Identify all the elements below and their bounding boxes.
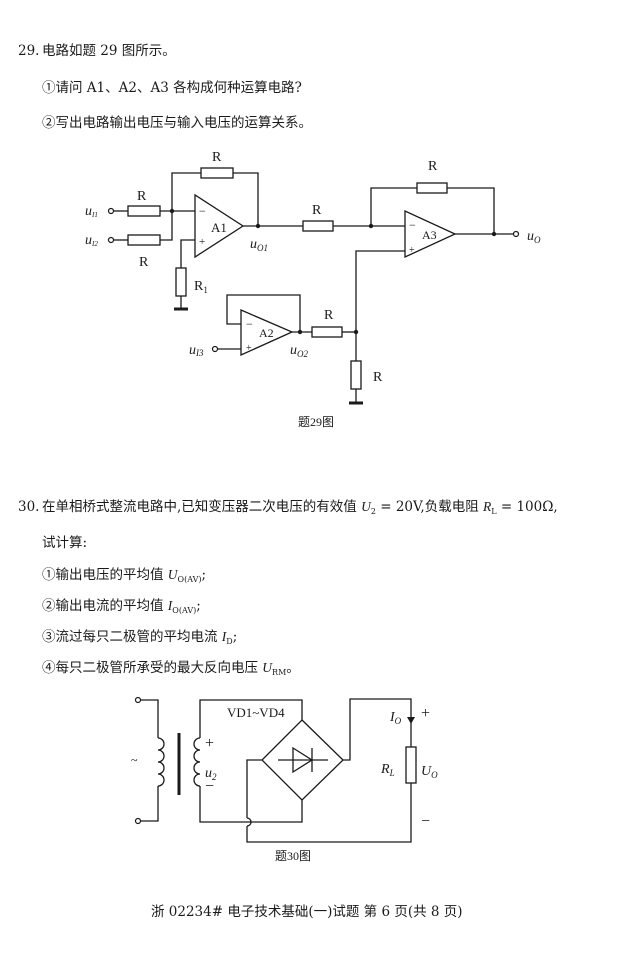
q30-stem: 在单相桥式整流电路中,已知变压器二次电压的有效值 U2 = 20V,负载电阻 R… <box>42 499 558 516</box>
q29-stem: 电路如题 29 图所示。 <box>42 43 176 59</box>
svg-text:−: − <box>421 813 430 830</box>
rl-label: RL <box>380 762 395 778</box>
r1-label: R1 <box>194 279 208 295</box>
q29-sub2: ②写出电路输出电压与输入电压的运算关系。 <box>42 115 312 131</box>
svg-text:+: + <box>205 735 214 752</box>
u2-label: u2 <box>205 766 217 782</box>
diode-symbol <box>292 746 314 774</box>
bridge-rectifier <box>261 719 344 801</box>
r-in1-label: R <box>137 189 147 204</box>
u-o-label: uO <box>527 229 541 245</box>
r-mid-label: R <box>312 203 322 218</box>
page-footer: 浙 02234# 电子技术基础(一)试题 第 6 页(共 8 页) <box>151 904 463 920</box>
svg-text:−: − <box>205 778 214 795</box>
bridge-label: VD1~VD4 <box>227 705 285 720</box>
a3-label: A3 <box>422 228 437 242</box>
u-o1-label: uO1 <box>250 237 268 253</box>
q30-item-1: ①输出电压的平均值 UO(AV); <box>42 567 207 584</box>
u-i3-label: uI3 <box>189 343 204 358</box>
r-in2-label: R <box>139 255 149 270</box>
u-o-terminal <box>512 230 520 238</box>
q30-number: 30. <box>18 499 40 515</box>
q30-item-4: ④每只二极管所承受的最大反向电压 URM。 <box>42 660 300 677</box>
resistor-rl <box>405 746 417 784</box>
svg-text:−: − <box>246 317 253 331</box>
svg-text:+: + <box>409 245 415 256</box>
opamp-a1 <box>194 193 245 259</box>
r-a2-label: R <box>324 308 334 323</box>
q29-sub1: ①请问 A1、A2、A3 各构成何种运算电路? <box>42 80 302 96</box>
r-fb1-label: R <box>212 150 222 165</box>
ac-symbol: ~ <box>131 753 138 767</box>
figure-30-caption: 题30图 <box>275 849 311 863</box>
r-fb3-label: R <box>428 159 438 174</box>
uo-label: UO <box>421 764 438 780</box>
a1-label: A1 <box>211 220 227 235</box>
q30-item-3: ③流过每只二极管的平均电流 ID; <box>42 629 238 646</box>
u-i2-label: uI2 <box>85 233 98 248</box>
u-i1-terminal <box>107 207 115 215</box>
u-i1-label: uI1 <box>85 204 98 219</box>
current-arrow <box>407 717 415 724</box>
opamp-a2 <box>240 309 294 357</box>
svg-text:+: + <box>246 343 252 354</box>
svg-text:+: + <box>421 705 430 722</box>
q29-number: 29. <box>18 43 40 59</box>
r-gnd-label: R <box>373 370 383 385</box>
u-i2-terminal <box>107 236 115 244</box>
u-o2-label: uO2 <box>290 343 308 359</box>
io-label: IO <box>389 710 402 726</box>
a2-label: A2 <box>259 326 274 340</box>
secondary-coil <box>193 737 201 787</box>
q30-stem-b: 试计算: <box>42 535 88 551</box>
primary-terminal-bottom <box>134 817 142 825</box>
opamp-a3 <box>404 209 457 259</box>
primary-terminal-top <box>134 696 142 704</box>
q30-item-2: ②输出电流的平均值 IO(AV); <box>42 598 201 615</box>
primary-coil <box>157 737 165 787</box>
a1-minus-label: − <box>199 204 206 218</box>
a1-plus-label: + <box>199 236 205 248</box>
figure-29-caption: 题29图 <box>298 415 334 429</box>
u-i3-terminal <box>211 345 219 353</box>
svg-text:−: − <box>409 218 416 232</box>
